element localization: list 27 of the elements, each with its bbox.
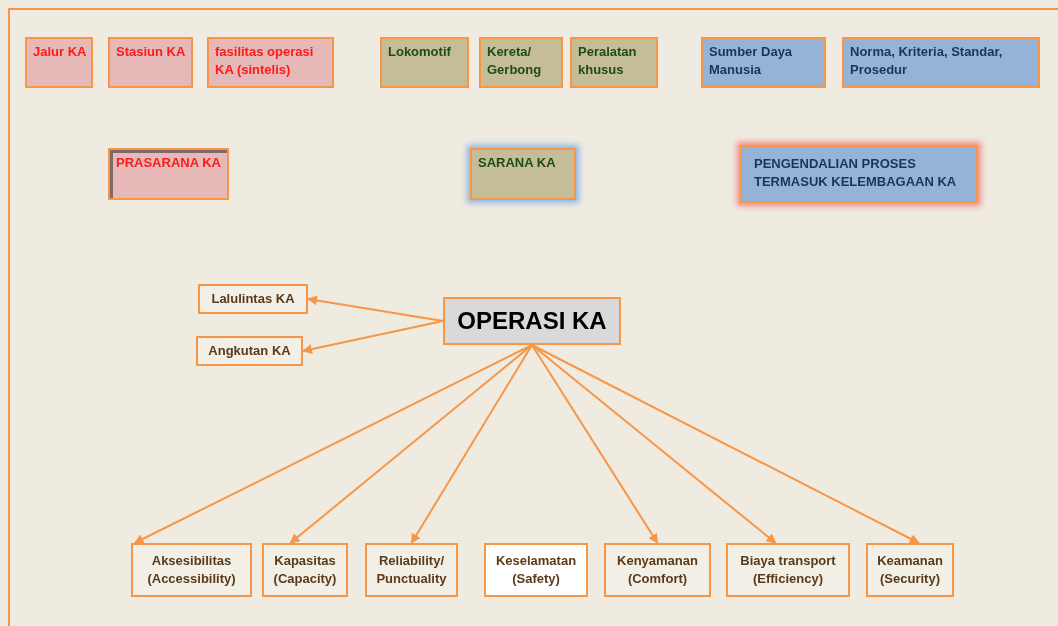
outcome-box: Angkutan KA xyxy=(196,336,303,366)
rolling-stock-box: Peralatan khusus xyxy=(570,37,658,88)
arrow xyxy=(289,344,533,544)
infrastructure-box: Jalur KA xyxy=(25,37,93,88)
infrastructure-box: fasilitas operasi KA (sintelis) xyxy=(207,37,334,88)
arrow xyxy=(307,295,444,322)
control-box: Norma, Kriteria, Standar, Prosedur xyxy=(842,37,1040,88)
outcome-box: Kenyamanan (Comfort) xyxy=(604,543,711,597)
infrastructure-box: PRASARANA KA xyxy=(108,148,229,200)
infrastructure-box: Stasiun KA xyxy=(108,37,193,88)
outcome-box: Aksesibilitas (Accessibility) xyxy=(131,543,252,597)
arrow xyxy=(410,344,533,544)
rolling-stock-box: Lokomotif xyxy=(380,37,469,88)
rolling-stock-box: Kereta/ Gerbong xyxy=(479,37,563,88)
outcome-box: Keselamatan (Safety) xyxy=(484,543,588,597)
outcome-box: Biaya transport (Efficiency) xyxy=(726,543,850,597)
control-box: PENGENDALIAN PROSES TERMASUK KELEMBAGAAN KA xyxy=(740,145,978,203)
arrow xyxy=(531,344,777,544)
outcome-box: Kapasitas (Capacity) xyxy=(262,543,348,597)
outcome-box: Reliability/ Punctuality xyxy=(365,543,458,597)
arrow xyxy=(302,320,444,354)
rolling-stock-box: SARANA KA xyxy=(470,148,576,200)
main-process-box: OPERASI KA xyxy=(443,297,621,345)
outcome-box: Lalulintas KA xyxy=(198,284,308,314)
control-box: Sumber Daya Manusia xyxy=(701,37,826,88)
arrow xyxy=(531,344,659,544)
outcome-box: Keamanan (Security) xyxy=(866,543,954,597)
